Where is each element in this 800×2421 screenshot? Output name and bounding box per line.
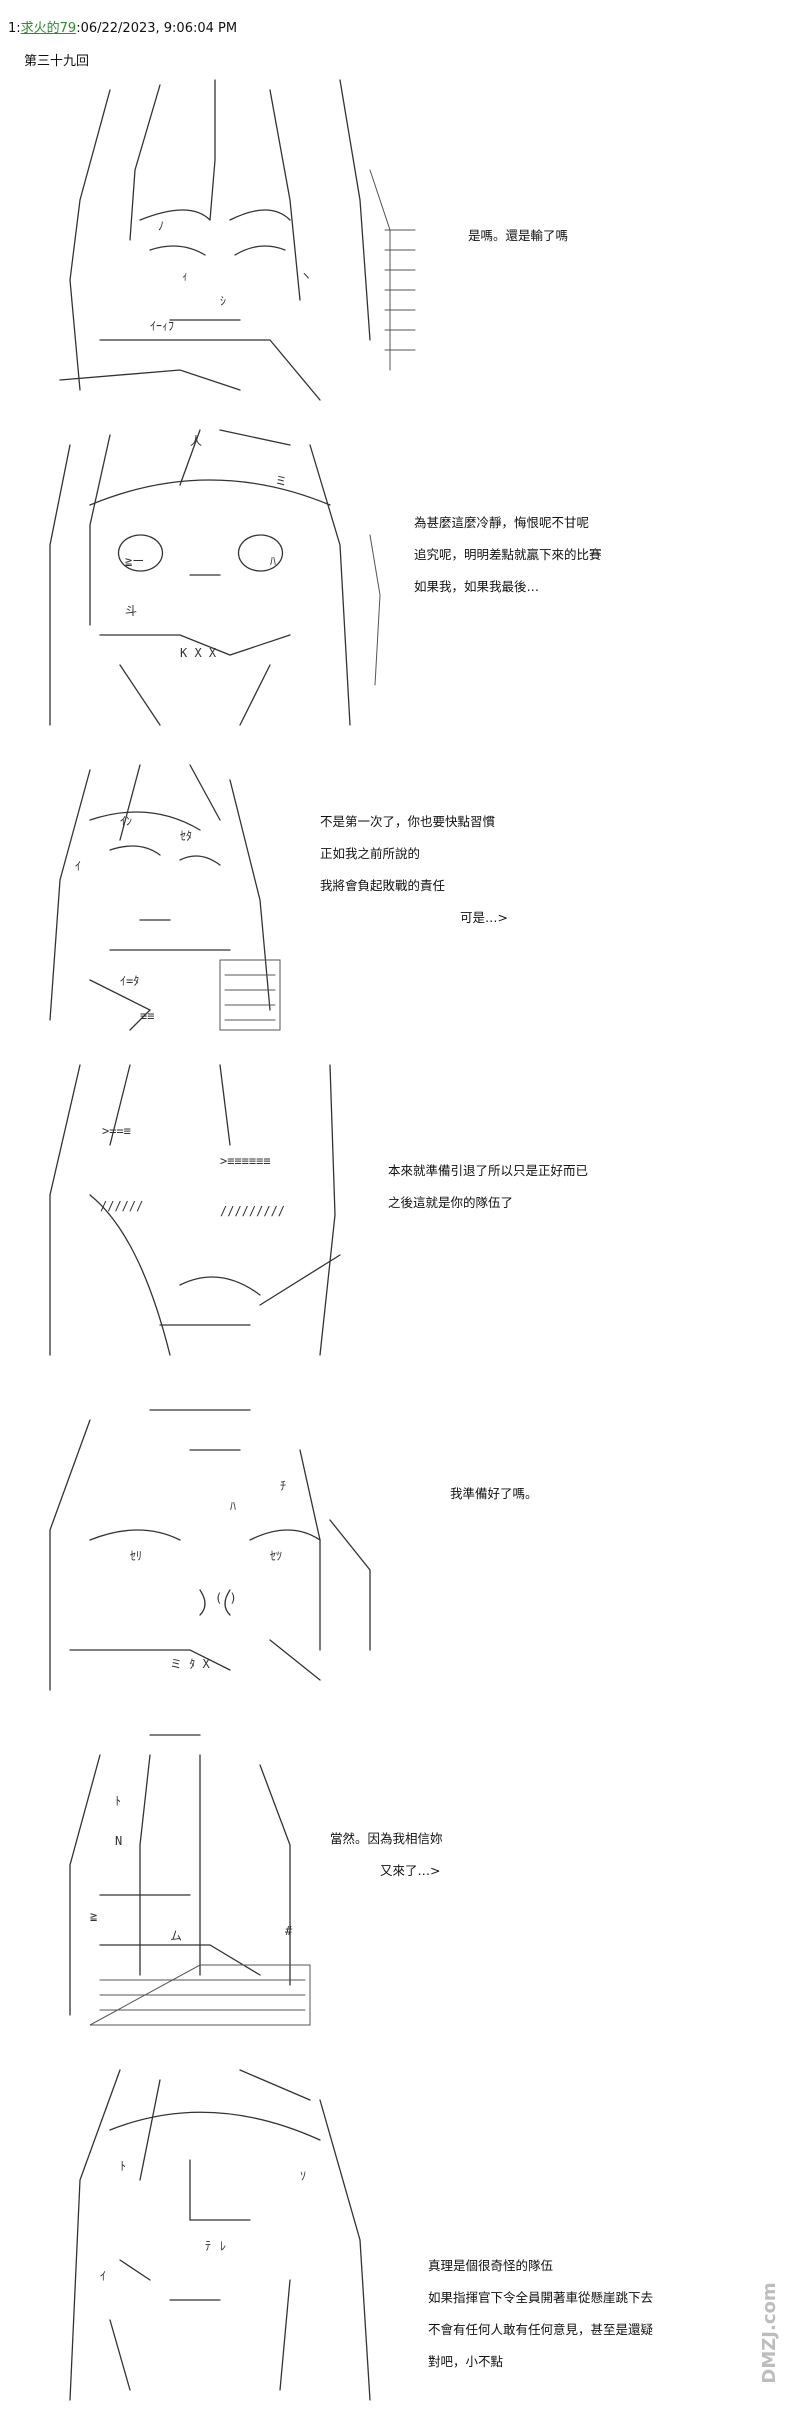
dialogue-block-7: 真理是個很奇怪的隊伍 如果指揮官下令全員開著車從懸崖跳下去 不會有任何人敢有任何…	[428, 2250, 653, 2378]
panel-6: ﾄ N ム ≧ # 當然。因為我相信妳 又來了…>	[0, 1715, 800, 2045]
dialogue-line: 之後這就是你的隊伍了	[388, 1195, 514, 1210]
art-glyph: 人	[190, 434, 202, 448]
art-glyph: ｲ	[100, 2269, 106, 2283]
art-glyph: ≧ー	[125, 554, 144, 568]
dialogue-line: 本來就準備引退了所以只是正好而已	[388, 1163, 589, 1178]
art-glyph: ﾄ	[120, 2159, 126, 2173]
panel-7: ﾄ ﾃ ﾚ ｲ ｿ 真理是個很奇怪的隊伍 如果指揮官下令全員開著車從懸崖跳下去 …	[0, 2050, 800, 2421]
ascii-art-figure-2: 人 ミ ≧ー K X X 斗 ﾊ	[30, 425, 410, 735]
dialogue-line: 對吧，小不點	[428, 2354, 504, 2369]
panel-2: 人 ミ ≧ー K X X 斗 ﾊ 為甚麼這麼冷靜，悔恨呢不甘呢 追究呢，明明差點…	[0, 415, 800, 745]
panel-4: >==≡ >≡≡≡≡≡≡ ////// ///////// 本來就準備引退了所以…	[0, 1045, 800, 1375]
art-glyph: ム	[170, 1929, 182, 1943]
art-glyph: ﾚ	[220, 2239, 226, 2253]
dialogue-line: 我準備好了嗎。	[450, 1486, 538, 1501]
art-glyph: #	[285, 1924, 293, 1938]
art-glyph: >≡≡≡≡≡≡	[220, 1154, 271, 1168]
dialogue-block-2: 為甚麼這麼冷靜，悔恨呢不甘呢 追究呢，明明差點就贏下來的比賽 如果我，如果我最後…	[414, 507, 602, 603]
art-glyph: ミ ﾀ X	[170, 1657, 210, 1671]
art-glyph: /////////	[220, 1204, 285, 1218]
post-header: 1:求火的79:06/22/2023, 9:06:04 PM	[8, 17, 237, 36]
art-glyph: K X X	[180, 646, 217, 660]
dialogue-line: 我將會負起敗戰的責任	[320, 878, 446, 893]
art-glyph: ｲﾝ	[120, 814, 132, 828]
dialogue-block-5: 我準備好了嗎。	[450, 1478, 538, 1510]
dialogue-line: 可是…>	[460, 910, 508, 925]
ascii-art-figure-4: >==≡ >≡≡≡≡≡≡ ////// /////////	[30, 1055, 370, 1365]
dialogue-line: 是嗎。還是輸了嗎	[468, 228, 569, 243]
chapter-title: 第三十九回	[24, 54, 90, 69]
dialogue-line: 不是第一次了，你也要快點習慣	[320, 814, 496, 829]
watermark-logo: DMZJ.com	[759, 2282, 780, 2383]
art-glyph: ﾊ	[230, 1499, 236, 1513]
ascii-art-figure-1: ﾉ ｨ ｲｰｨﾌ ｼ ヽ	[40, 79, 440, 410]
art-glyph: ｲ	[75, 859, 81, 873]
art-glyph: ミ	[275, 474, 287, 488]
ascii-art-figure-7: ﾄ ﾃ ﾚ ｲ ｿ	[50, 2060, 390, 2410]
dialogue-line: 如果我，如果我最後…	[414, 579, 540, 594]
art-glyph: ｾﾘ	[130, 1549, 142, 1563]
svg-text:DMZJ.com: DMZJ.com	[759, 2282, 780, 2383]
ascii-art-figure-6: ﾄ N ム ≧ #	[60, 1725, 380, 2035]
dialogue-block-6: 當然。因為我相信妳 又來了…>	[330, 1823, 443, 1887]
dialogue-block-4: 本來就準備引退了所以只是正好而已 之後這就是你的隊伍了	[388, 1155, 588, 1219]
art-glyph: ヽ	[300, 269, 312, 283]
art-glyph: 斗	[125, 604, 137, 618]
dialogue-line: 正如我之前所說的	[320, 846, 421, 861]
art-glyph: ｼ	[220, 294, 226, 308]
post-number: 1:	[8, 21, 21, 36]
dialogue-line: 為甚麼這麼冷靜，悔恨呢不甘呢	[414, 515, 590, 530]
art-glyph: ≧	[90, 1909, 97, 1923]
panel-3: ｲﾝ ｾﾀ ｲ ｲ=ﾀ ≡≡ 不是第一次了，你也要快點習慣 正如我之前所說的 我…	[0, 750, 800, 1040]
art-glyph: >==≡	[102, 1124, 131, 1138]
art-glyph: ｲ=ﾀ	[120, 974, 139, 988]
dialogue-line: 又來了…>	[380, 1863, 441, 1878]
art-glyph: ｲｰｨﾌ	[150, 319, 174, 333]
ascii-art-figure-5: ﾁ ﾊ ｾﾘ ｾﾂ ( ) ミ ﾀ X	[30, 1390, 420, 1700]
art-glyph: N	[115, 1834, 122, 1848]
dialogue-line: 不會有任何人敢有任何意見，甚至是還疑	[428, 2322, 654, 2337]
art-glyph: ≡≡	[140, 1009, 154, 1023]
art-glyph: //////	[100, 1199, 143, 1213]
post-timestamp: :06/22/2023, 9:06:04 PM	[76, 21, 238, 36]
art-glyph: ( )	[215, 1591, 237, 1605]
art-glyph: ﾁ	[280, 1479, 286, 1493]
dialogue-line: 追究呢，明明差點就贏下來的比賽	[414, 547, 602, 562]
art-glyph: ﾉ	[158, 219, 164, 233]
art-glyph: ﾊ	[270, 554, 276, 568]
art-glyph: ｨ	[182, 269, 188, 283]
dialogue-block-1: 是嗎。還是輸了嗎	[468, 220, 568, 252]
post-author-link[interactable]: 求火的79	[20, 21, 77, 36]
art-glyph: ﾃ	[205, 2239, 211, 2253]
art-glyph: ﾄ	[115, 1794, 121, 1808]
dialogue-block-3: 不是第一次了，你也要快點習慣 正如我之前所說的 我將會負起敗戰的責任 可是…>	[320, 806, 508, 934]
dialogue-line: 如果指揮官下令全員開著車從懸崖跳下去	[428, 2290, 654, 2305]
panel-5: ﾁ ﾊ ｾﾘ ｾﾂ ( ) ミ ﾀ X 我準備好了嗎。	[0, 1380, 800, 1710]
art-glyph: ｾﾀ	[180, 829, 192, 843]
dialogue-line: 真理是個很奇怪的隊伍	[428, 2258, 554, 2273]
ascii-art-figure-3: ｲﾝ ｾﾀ ｲ ｲ=ﾀ ≡≡	[30, 760, 350, 1040]
art-glyph: ｿ	[300, 2169, 306, 2183]
panel-1: ﾉ ｨ ｲｰｨﾌ ｼ ヽ 是嗎。還是輸了嗎	[0, 70, 800, 410]
art-glyph: ｾﾂ	[270, 1549, 282, 1563]
dialogue-line: 當然。因為我相信妳	[330, 1831, 443, 1846]
